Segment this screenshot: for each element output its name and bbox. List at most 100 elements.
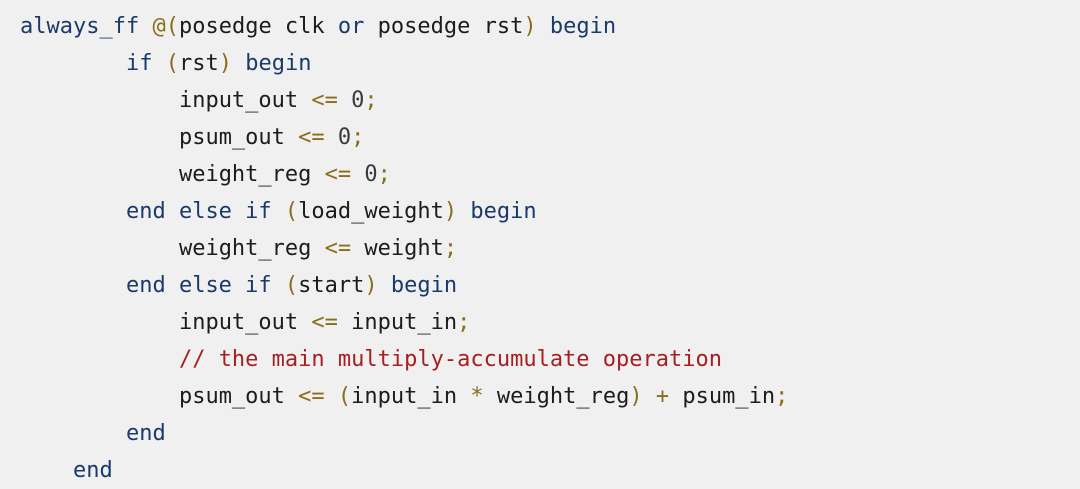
code-token-plain (298, 310, 311, 335)
code-token-plain (285, 384, 298, 409)
code-token-kw: end (72, 458, 113, 483)
code-token-plain (351, 236, 364, 261)
code-token-op: ; (457, 310, 471, 335)
code-token-num: 0 (337, 125, 352, 150)
code-token-plain (139, 14, 152, 39)
code-token-op: + (655, 384, 670, 409)
code-line[interactable]: end (20, 452, 1080, 489)
code-token-kw: always_ff (20, 14, 140, 39)
code-token-plain (457, 384, 470, 409)
code-token-plain (20, 199, 126, 224)
code-token-plain (20, 384, 179, 409)
code-token-id: load_weight (298, 199, 444, 224)
code-token-op: ; (351, 125, 365, 150)
code-token-plain (298, 88, 311, 113)
code-line[interactable]: end else if (load_weight) begin (20, 193, 1080, 230)
code-line[interactable]: psum_out <= 0; (20, 119, 1080, 156)
code-token-id: posedge clk (178, 14, 338, 39)
code-token-op: ) (443, 199, 458, 224)
code-token-plain (378, 273, 391, 298)
code-token-id: input_in (351, 384, 458, 409)
code-token-plain (20, 458, 73, 483)
code-token-op: * (470, 384, 484, 409)
code-token-id: input_out (178, 88, 299, 113)
code-token-id: psum_out (178, 384, 285, 409)
code-token-op: ; (443, 236, 458, 261)
code-token-plain (351, 162, 364, 187)
code-token-plain (338, 310, 351, 335)
code-token-id: psum_in (682, 384, 776, 409)
code-line[interactable]: // the main multiply-accumulate operatio… (20, 341, 1080, 378)
code-token-kw: begin (390, 273, 458, 298)
code-token-plain (232, 51, 245, 76)
code-line[interactable]: psum_out <= (input_in * weight_reg) + ps… (20, 378, 1080, 415)
code-token-op: <= (298, 384, 325, 409)
code-token-num: 0 (351, 88, 365, 113)
code-token-kw: end (125, 421, 166, 446)
code-token-plain (20, 125, 179, 150)
code-token-id: start (298, 273, 365, 298)
code-token-op: <= (311, 88, 338, 113)
code-token-id: psum_out (178, 125, 285, 150)
code-token-op: <= (324, 236, 352, 261)
code-token-plain (272, 273, 285, 298)
code-line[interactable]: input_out <= 0; (20, 82, 1080, 119)
code-token-kw: or (337, 14, 365, 39)
code-line[interactable]: weight_reg <= 0; (20, 156, 1080, 193)
code-token-id: weight_reg (496, 384, 630, 409)
code-token-plain (20, 51, 126, 76)
code-token-id: weight (364, 236, 444, 261)
code-token-op: ; (364, 88, 378, 113)
code-token-plain (272, 199, 285, 224)
code-token-plain (152, 51, 165, 76)
code-line[interactable]: weight_reg <= weight; (20, 230, 1080, 267)
code-token-op: ( (284, 199, 299, 224)
code-token-op: ( (165, 51, 179, 76)
code-token-plain (20, 88, 179, 113)
code-token-op: @( (152, 14, 179, 39)
code-token-kw: begin (549, 14, 617, 39)
code-token-op: <= (311, 310, 338, 335)
code-token-plain (20, 421, 126, 446)
code-token-id: posedge rst (364, 14, 524, 39)
code-token-plain (325, 125, 338, 150)
code-token-kw: if (125, 51, 153, 76)
code-token-plain (338, 88, 351, 113)
code-token-id: weight_reg (178, 236, 312, 261)
code-line[interactable]: input_out <= input_in; (20, 304, 1080, 341)
code-token-plain (20, 273, 126, 298)
code-token-cmt: // the main multiply-accumulate operatio… (178, 347, 723, 372)
code-token-plain (311, 236, 324, 261)
code-line[interactable]: end else if (start) begin (20, 267, 1080, 304)
code-token-plain (20, 162, 179, 187)
code-token-op: ) (218, 51, 232, 76)
code-token-op: ( (337, 384, 352, 409)
code-token-op: ) (523, 14, 537, 39)
code-token-op: ; (377, 162, 391, 187)
code-line[interactable]: end (20, 415, 1080, 452)
code-token-kw: end else if (125, 273, 272, 298)
code-token-plain (20, 236, 179, 261)
code-token-id: weight_reg (178, 162, 312, 187)
code-token-plain (537, 14, 550, 39)
code-line[interactable]: if (rst) begin (20, 45, 1080, 82)
code-token-plain (20, 347, 179, 372)
code-token-kw: end else if (125, 199, 272, 224)
code-token-op: ; (775, 384, 789, 409)
code-token-kw: begin (245, 51, 312, 76)
code-token-op: ) (629, 384, 643, 409)
code-token-plain (20, 310, 179, 335)
code-token-op: <= (324, 162, 352, 187)
code-token-plain (484, 384, 497, 409)
code-token-op: <= (298, 125, 325, 150)
code-token-plain (311, 162, 324, 187)
code-token-plain (669, 384, 682, 409)
code-token-plain (457, 199, 470, 224)
code-line[interactable]: always_ff @(posedge clk or posedge rst) … (20, 8, 1080, 45)
code-token-id: input_in (351, 310, 458, 335)
code-token-plain (325, 384, 338, 409)
code-token-kw: begin (470, 199, 537, 224)
code-token-op: ) (364, 273, 378, 298)
code-token-id: input_out (178, 310, 299, 335)
